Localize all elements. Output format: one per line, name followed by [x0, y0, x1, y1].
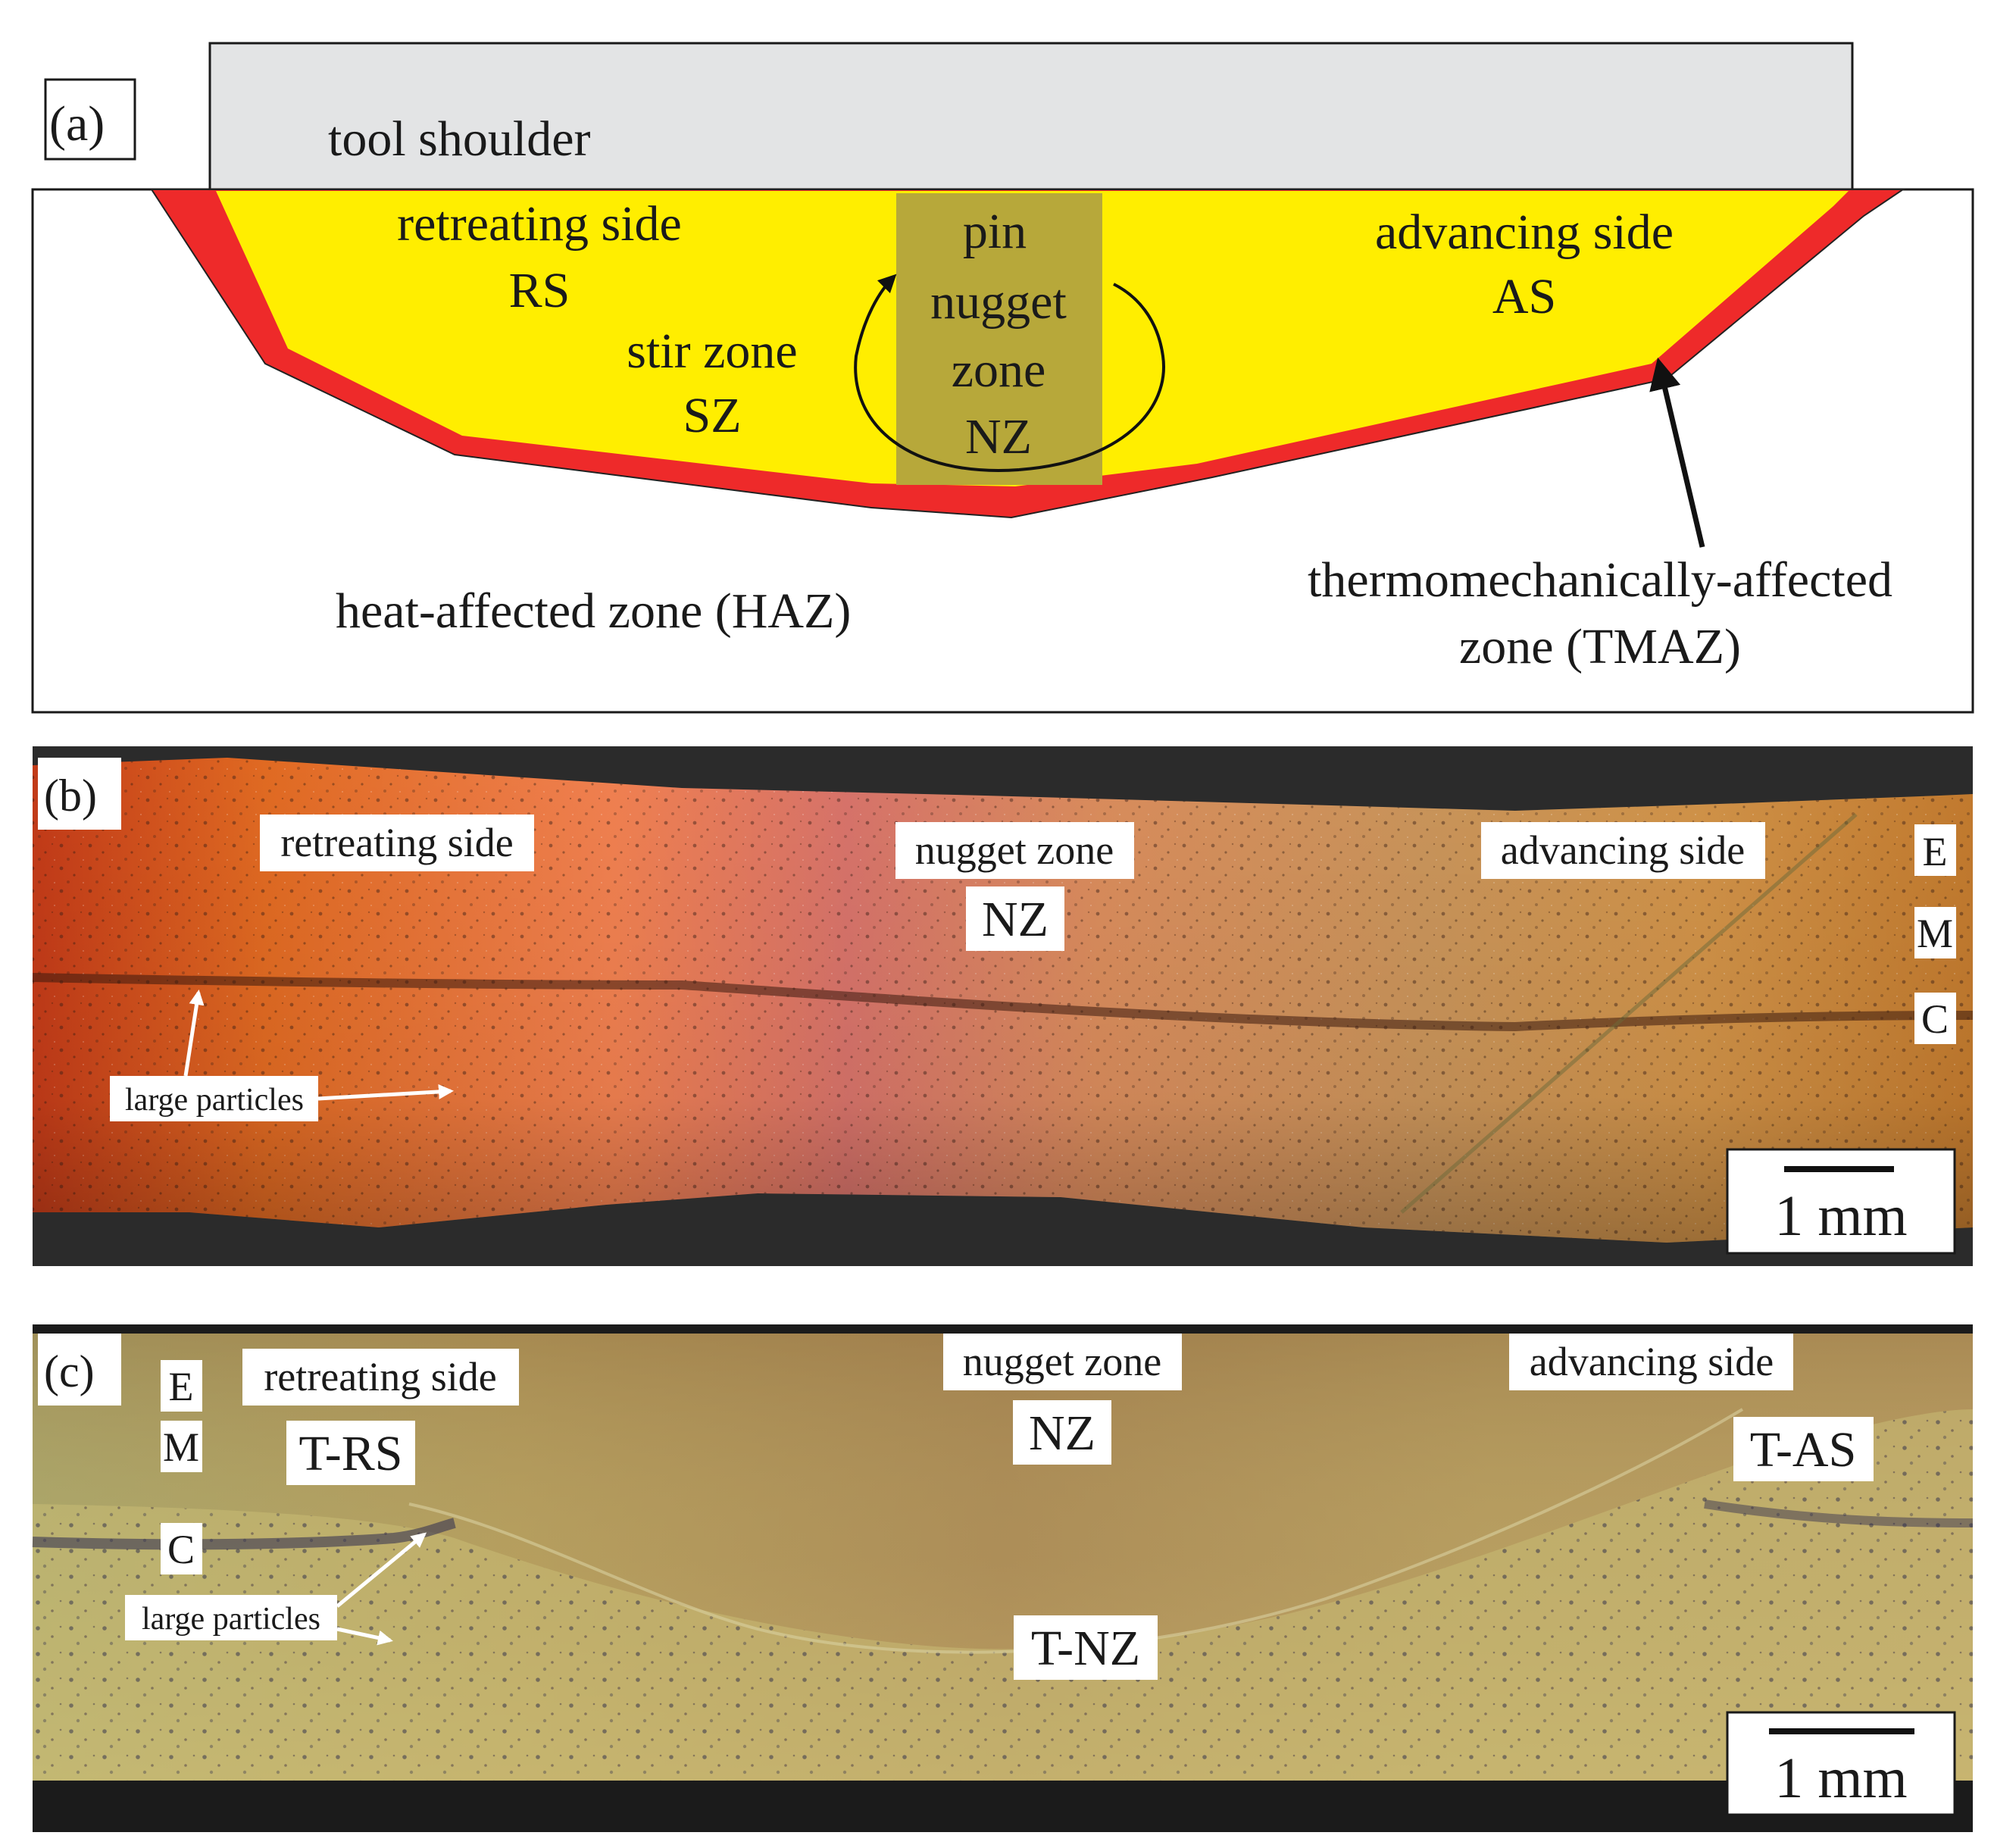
m-label-c: M	[163, 1424, 199, 1470]
c-box-c	[161, 1523, 202, 1574]
panel-c-label-box	[38, 1334, 121, 1406]
tmaz-label-line1: thermomechanically-affected	[1308, 552, 1892, 608]
t-rs-box-c	[286, 1421, 415, 1485]
c-box-b	[1914, 993, 1956, 1044]
retreating-side-label-b: retreating side	[280, 820, 513, 865]
particle-arrow-b2	[317, 1083, 454, 1101]
t-nz-box-c	[1014, 1615, 1158, 1680]
panel-c-label: (c)	[44, 1346, 95, 1396]
weld-line-b	[1400, 813, 1858, 1214]
particle-band-b	[32, 973, 1974, 1032]
material-flow-arrow	[854, 274, 1020, 472]
panel-a-label: (a)	[49, 96, 105, 152]
retreating-side-label: retreating side	[397, 196, 682, 252]
pin	[896, 193, 1102, 485]
particle-arrow-b1	[183, 990, 205, 1077]
advancing-side-label-c: advancing side	[1530, 1339, 1774, 1384]
haz-label: heat-affected zone (HAZ)	[336, 583, 851, 639]
rs-label: RS	[509, 263, 570, 318]
panel-c: (c) E M C retreating side T-RS nugget zo…	[32, 1324, 1974, 1832]
c-label-c: C	[167, 1527, 195, 1572]
nugget-label: nugget	[930, 274, 1067, 330]
e-label-b: E	[1923, 829, 1948, 874]
nz-label: NZ	[965, 409, 1032, 464]
advancing-side-label: advancing side	[1375, 205, 1674, 260]
material-flow-arc	[1018, 283, 1165, 471]
e-label-c: E	[169, 1364, 194, 1409]
scale-bar-label-c: 1 mm	[1774, 1746, 1907, 1810]
panel-b-label: (b)	[44, 771, 97, 821]
nz-box-b	[966, 886, 1064, 951]
t-as-box-c	[1733, 1417, 1874, 1481]
stir-zone-label: stir zone	[627, 324, 797, 379]
large-particles-label-b: large particles	[125, 1083, 304, 1118]
tool-shoulder-label: tool shoulder	[328, 111, 590, 167]
sz-label: SZ	[683, 388, 741, 443]
nz-label-c: NZ	[1029, 1406, 1095, 1461]
pin-label: pin	[963, 204, 1027, 259]
large-particles-box-c	[125, 1595, 337, 1640]
nugget-zone-box-c	[943, 1334, 1182, 1390]
tmaz-label-line2: zone (TMAZ)	[1459, 619, 1741, 674]
nugget-zone-box-b	[895, 822, 1134, 879]
m-box-b	[1914, 907, 1956, 958]
large-particles-label-c: large particles	[142, 1602, 320, 1637]
retreating-side-box-b	[260, 815, 534, 871]
advancing-side-box-c	[1509, 1334, 1793, 1390]
as-label: AS	[1492, 269, 1556, 324]
c-label-b: C	[1921, 996, 1949, 1042]
t-as-label-c: T-AS	[1750, 1422, 1857, 1477]
nz-label-b: NZ	[982, 892, 1049, 947]
particle-arrow-c2	[336, 1627, 393, 1646]
particle-band-c	[32, 1518, 456, 1550]
m-box-c	[161, 1421, 202, 1472]
t-rs-label-c: T-RS	[299, 1426, 403, 1481]
particle-arrow-c1	[336, 1532, 427, 1608]
t-nz-label-c: T-NZ	[1031, 1621, 1140, 1676]
large-particles-box-b	[110, 1076, 318, 1121]
e-box-c	[161, 1360, 202, 1412]
retreating-side-box-c	[242, 1349, 519, 1406]
panel-a: (a) tool shoulder retreating side RS sti…	[31, 42, 1974, 714]
retreating-side-label-c: retreating side	[264, 1354, 496, 1399]
nz-box-c	[1013, 1400, 1111, 1465]
panel-b: (b) retreating side nugget zone NZ advan…	[32, 746, 1974, 1266]
e-box-b	[1914, 824, 1956, 876]
m-label-b: M	[1917, 911, 1953, 956]
lower-zone-c-texture	[33, 1409, 1973, 1781]
scale-bar-label-b: 1 mm	[1774, 1184, 1907, 1248]
zone-label: zone	[952, 342, 1046, 398]
nugget-zone-label-b: nugget zone	[915, 827, 1114, 873]
advancing-side-label-b: advancing side	[1501, 827, 1745, 873]
particle-band-c-right	[1704, 1499, 1974, 1527]
tmaz-pointer-arrow	[1649, 357, 1705, 548]
advancing-side-box-b	[1481, 822, 1765, 879]
nugget-zone-label-c: nugget zone	[963, 1339, 1161, 1384]
panel-b-label-box	[38, 758, 121, 830]
tool-shoulder	[208, 42, 1854, 191]
panel-a-label-box	[44, 78, 136, 161]
